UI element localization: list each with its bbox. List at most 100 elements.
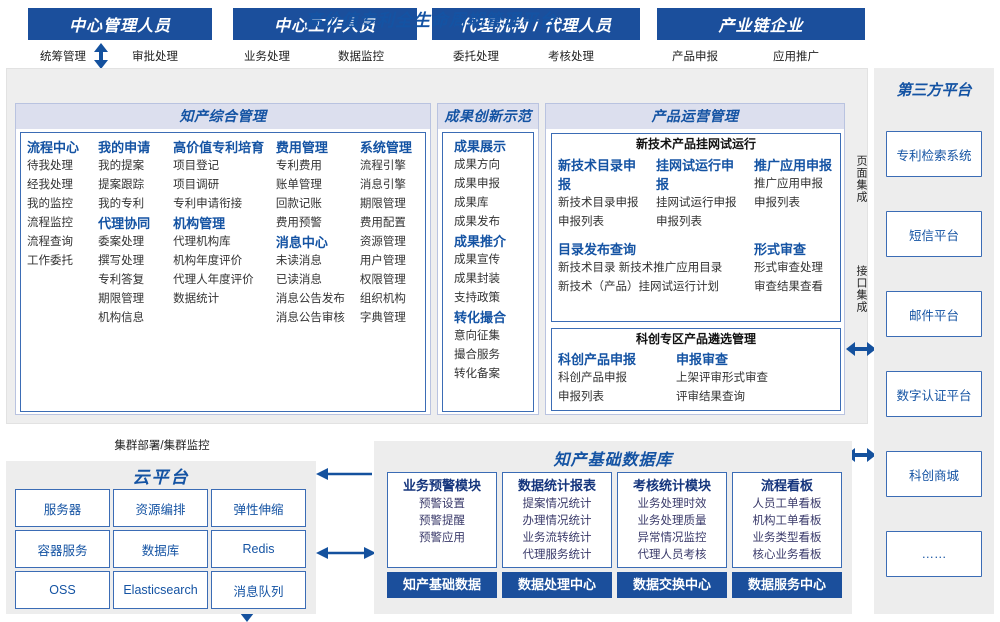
menu-item[interactable]: 评审结果查询 bbox=[676, 391, 745, 403]
menu-item[interactable]: 推广应用申报 bbox=[754, 178, 823, 190]
menu-item[interactable]: 流程监控 bbox=[27, 217, 73, 229]
role-bar-1[interactable]: 中心工作人员 bbox=[233, 8, 417, 40]
menu-item[interactable]: 工作委托 bbox=[27, 255, 73, 267]
cloud-cell-server[interactable]: 服务器 bbox=[15, 489, 110, 527]
menu-item[interactable]: 意向征集 bbox=[454, 330, 500, 342]
menu-item[interactable]: 机构年度评价 bbox=[173, 255, 243, 267]
cloud-cell-database[interactable]: 数据库 bbox=[113, 530, 208, 568]
third-party-item-2[interactable]: 邮件平台 bbox=[886, 291, 982, 337]
cloud-cell-autoscaling[interactable]: 弹性伸缩 bbox=[211, 489, 306, 527]
db-foot-service-center[interactable]: 数据服务中心 bbox=[732, 572, 842, 598]
menu-item[interactable]: 成果申报 bbox=[454, 178, 500, 190]
menu-item[interactable]: 已读消息 bbox=[275, 274, 322, 286]
db-foot-basic-data[interactable]: 知产基础数据 bbox=[387, 572, 497, 598]
menu-item[interactable]: 审查结果查看 bbox=[754, 281, 823, 293]
menu-item[interactable]: 支持政策 bbox=[454, 292, 500, 304]
db-card-item[interactable]: 预警设置 bbox=[419, 498, 465, 510]
menu-item[interactable]: 消息公告审核 bbox=[275, 312, 345, 324]
menu-item[interactable]: 申报列表 bbox=[656, 216, 702, 228]
role-bar-3[interactable]: 产业链企业 bbox=[657, 8, 865, 40]
role-bar-2[interactable]: 代理机构 / 代理人员 bbox=[432, 8, 640, 40]
menu-item[interactable]: 撮合服务 bbox=[454, 349, 500, 361]
menu-item[interactable]: 资源管理 bbox=[359, 236, 406, 248]
db-card-item[interactable]: 核心业务看板 bbox=[752, 549, 822, 561]
role-bar-0[interactable]: 中心管理人员 bbox=[28, 8, 212, 40]
menu-item[interactable]: 成果方向 bbox=[454, 159, 500, 171]
menu-item[interactable]: 期限管理 bbox=[98, 293, 145, 305]
menu-item[interactable]: 申报列表 bbox=[558, 216, 604, 228]
cloud-cell-orchestration[interactable]: 资源编排 bbox=[113, 489, 208, 527]
cloud-cell-oss[interactable]: OSS bbox=[15, 571, 110, 609]
menu-item[interactable]: 项目调研 bbox=[173, 179, 220, 191]
menu-item[interactable]: 我的专利 bbox=[98, 198, 145, 210]
menu-item[interactable]: 我的监控 bbox=[27, 198, 73, 210]
menu-item[interactable]: 成果库 bbox=[454, 197, 489, 209]
db-card-item[interactable]: 代理人员考核 bbox=[637, 549, 707, 561]
db-foot-exchange-center[interactable]: 数据交换中心 bbox=[617, 572, 727, 598]
menu-item[interactable]: 新技术目录 新技术推广应用目录 bbox=[558, 262, 723, 274]
cloud-cell-elasticsearch[interactable]: Elasticsearch bbox=[113, 571, 208, 609]
third-party-item-1[interactable]: 短信平台 bbox=[886, 211, 982, 257]
db-card-item[interactable]: 代理服务统计 bbox=[522, 549, 592, 561]
menu-item[interactable]: 消息公告发布 bbox=[275, 293, 345, 305]
menu-item[interactable]: 数据统计 bbox=[173, 293, 220, 305]
menu-item[interactable]: 挂网试运行申报 bbox=[656, 197, 737, 209]
menu-item[interactable]: 科创产品申报 bbox=[558, 372, 627, 384]
menu-item[interactable]: 权限管理 bbox=[359, 274, 406, 286]
menu-item[interactable]: 专利申请衔接 bbox=[173, 198, 243, 210]
menu-item[interactable]: 专利答复 bbox=[98, 274, 145, 286]
menu-item[interactable]: 经我处理 bbox=[27, 179, 73, 191]
menu-item[interactable]: 成果封装 bbox=[454, 273, 500, 285]
db-card-item[interactable]: 业务类型看板 bbox=[752, 532, 822, 544]
menu-item[interactable]: 费用预警 bbox=[275, 217, 322, 229]
menu-item[interactable]: 委案处理 bbox=[98, 236, 145, 248]
db-card-item[interactable]: 预警提醒 bbox=[419, 515, 465, 527]
menu-item[interactable]: 未读消息 bbox=[275, 255, 322, 267]
menu-item[interactable]: 流程引擎 bbox=[359, 160, 406, 172]
menu-item[interactable]: 申报列表 bbox=[754, 197, 800, 209]
menu-item[interactable]: 机构信息 bbox=[98, 312, 145, 324]
menu-item[interactable]: 成果发布 bbox=[454, 216, 500, 228]
db-foot-processing-center[interactable]: 数据处理中心 bbox=[502, 572, 612, 598]
menu-item[interactable]: 回款记账 bbox=[275, 198, 322, 210]
menu-item[interactable]: 形式审查处理 bbox=[754, 262, 823, 274]
menu-item[interactable]: 新技术目录申报 bbox=[558, 197, 639, 209]
menu-item[interactable]: 转化备案 bbox=[454, 368, 500, 380]
third-party-item-4[interactable]: 科创商城 bbox=[886, 451, 982, 497]
menu-item[interactable]: 申报列表 bbox=[558, 391, 604, 403]
menu-item[interactable]: 待我处理 bbox=[27, 160, 73, 172]
db-card-item[interactable]: 人员工单看板 bbox=[752, 498, 822, 510]
db-card-item[interactable]: 机构工单看板 bbox=[752, 515, 822, 527]
menu-item[interactable]: 上架评审形式审查 bbox=[676, 372, 768, 384]
menu-item[interactable]: 成果宣传 bbox=[454, 254, 500, 266]
menu-item[interactable]: 我的提案 bbox=[98, 160, 145, 172]
cloud-cell-container[interactable]: 容器服务 bbox=[15, 530, 110, 568]
db-card-item[interactable]: 办理情况统计 bbox=[522, 515, 592, 527]
menu-item[interactable]: 流程查询 bbox=[27, 236, 73, 248]
third-party-item-5[interactable]: …… bbox=[886, 531, 982, 577]
db-card-item[interactable]: 预警应用 bbox=[419, 532, 465, 544]
menu-item[interactable]: 消息引擎 bbox=[359, 179, 406, 191]
menu-item[interactable]: 代理人年度评价 bbox=[173, 274, 254, 286]
db-card-item[interactable]: 业务处理质量 bbox=[637, 515, 707, 527]
db-card-item[interactable]: 异常情况监控 bbox=[637, 532, 707, 544]
menu-item[interactable]: 撰写处理 bbox=[98, 255, 145, 267]
cloud-cell-mq[interactable]: 消息队列 bbox=[211, 571, 306, 609]
db-card-item[interactable]: 提案情况统计 bbox=[522, 498, 592, 510]
third-party-item-0[interactable]: 专利检索系统 bbox=[886, 131, 982, 177]
menu-item[interactable]: 新技术（产品）挂网试运行计划 bbox=[558, 281, 719, 293]
menu-item[interactable]: 费用配置 bbox=[359, 217, 406, 229]
db-card-item[interactable]: 业务处理时效 bbox=[637, 498, 707, 510]
menu-item[interactable]: 项目登记 bbox=[173, 160, 220, 172]
menu-item[interactable]: 字典管理 bbox=[359, 312, 406, 324]
db-card-item[interactable]: 业务流转统计 bbox=[522, 532, 592, 544]
menu-item[interactable]: 提案跟踪 bbox=[98, 179, 145, 191]
menu-item[interactable]: 组织机构 bbox=[359, 293, 406, 305]
cloud-cell-redis[interactable]: Redis bbox=[211, 530, 306, 568]
third-party-item-3[interactable]: 数字认证平台 bbox=[886, 371, 982, 417]
menu-item[interactable]: 专利费用 bbox=[275, 160, 322, 172]
menu-item[interactable]: 账单管理 bbox=[275, 179, 322, 191]
menu-item[interactable]: 用户管理 bbox=[359, 255, 406, 267]
menu-item[interactable]: 期限管理 bbox=[359, 198, 406, 210]
menu-item[interactable]: 代理机构库 bbox=[173, 236, 231, 248]
